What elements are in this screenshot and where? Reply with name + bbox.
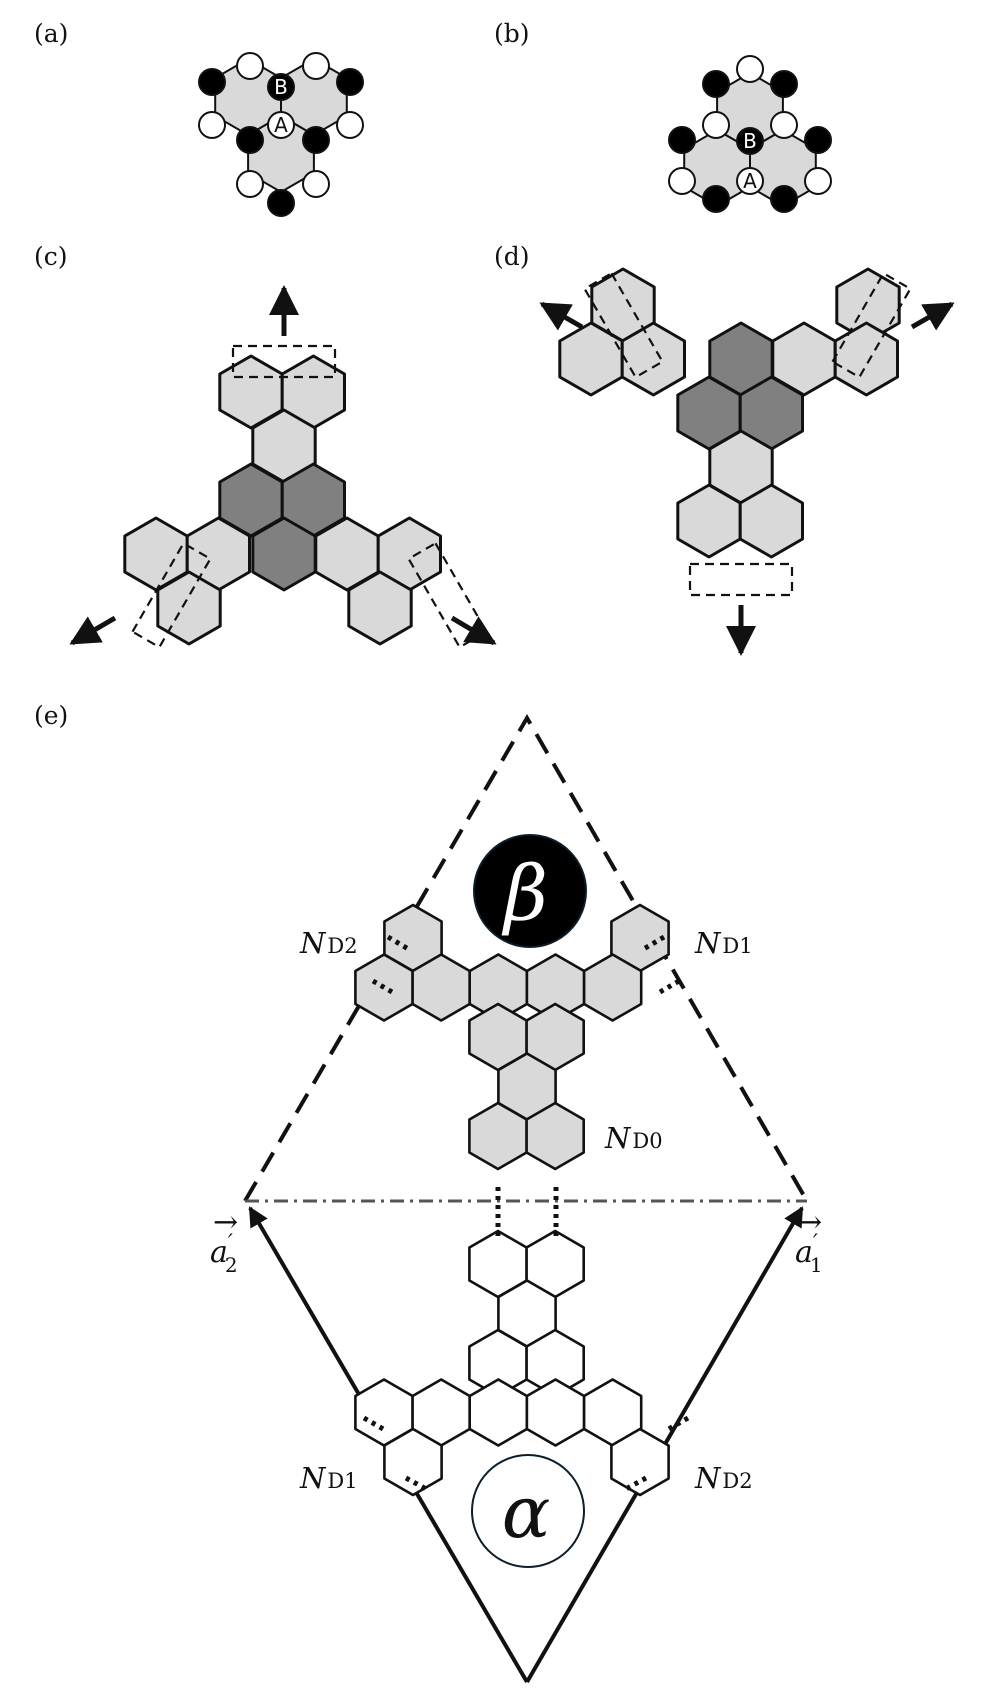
beta-symbol: β [501,849,548,938]
panel-label-c: (c) [34,242,68,271]
alpha-symbol: α [502,1470,551,1554]
vector-main: a [795,1235,813,1270]
atom-a-label: A [743,169,757,193]
edge-box-upper-right [831,271,912,379]
atom-a-site [236,52,264,80]
arrow-down-left [69,615,117,646]
hexagon-ring [738,483,804,559]
edge-box-upper-left [583,271,664,379]
panel-d-molecule [539,267,955,656]
connector-dotted [371,978,394,995]
panel-label-b: (b) [494,19,530,48]
atom-b-site [267,189,295,217]
vector-prime: ′ [228,1231,233,1256]
hexagon-ring [525,1101,586,1171]
atom-a-site [302,170,330,198]
nd-sub: D0 [632,1129,662,1153]
atom-a-site [702,111,730,139]
panel-label-d: (d) [494,242,530,271]
nd-main: N [604,1121,632,1155]
vector-a1-label: a′1 [795,1231,823,1277]
connector-dotted [622,1475,648,1493]
atom-a-label: A [274,113,288,137]
nd-sub: D2 [327,934,357,958]
vector-main: a [210,1235,228,1270]
atom-b-label: B [274,75,288,99]
atom-a-site [804,167,832,195]
nd-sub: D1 [327,1469,357,1493]
atom-a-site [302,52,330,80]
atom-b-site [702,185,730,213]
atom-b-site [302,126,330,154]
atom-a-site [668,167,696,195]
atom-a-site [236,170,264,198]
atom-b-site [702,70,730,98]
atom-b-site [668,126,696,154]
atom-a-site [198,111,226,139]
beta-triangle [243,714,809,1203]
connector-dotted [658,978,681,995]
nd-label-top-right: ND1 [694,926,753,960]
panel-c-molecule [69,285,497,649]
atom-a-site [336,111,364,139]
atom-b-site [267,73,295,101]
vector-a1-arrow-mark: → [797,1205,822,1240]
atom-b-site [804,126,832,154]
nd-label-middle: ND0 [604,1121,663,1155]
atom-a-site [736,55,764,83]
panel-label-e: (e) [34,701,68,730]
hexagon-ring [468,1378,529,1447]
hexagon-ring [347,570,413,646]
nd-sub: D2 [722,1469,752,1493]
nd-label-top-left: ND2 [299,926,358,960]
vector-prime: ′ [813,1231,818,1256]
hexagon-ring [833,321,899,397]
beta-circle [473,834,587,948]
connector-dotted [386,934,412,953]
panel-b-lattice: B A [668,55,832,213]
atom-a-site [770,111,798,139]
atom-b-site [198,68,226,96]
atom-b-site [336,68,364,96]
nd-label-bottom-left: ND1 [299,1461,358,1495]
arrow-up-right [910,301,955,331]
hexagon-ring [383,1427,443,1497]
atom-a-site [267,111,295,139]
vector-a2-arrow-mark: → [213,1205,238,1240]
alpha-circle [471,1454,585,1568]
nd-label-bottom-right: ND2 [694,1461,753,1495]
hexagon-ring [620,321,686,397]
atom-b-site [770,185,798,213]
edge-box-top [231,344,337,379]
nd-main: N [299,926,327,960]
hexagon-ring [582,953,643,1022]
arrow-down-right [450,615,497,646]
edge-box-bottom [688,562,794,597]
connector-dotted [665,1415,690,1433]
connector-dotted [404,1475,430,1493]
panel-label-a: (a) [34,19,68,48]
atom-b-label: B [743,129,757,153]
atom-b-site [736,127,764,155]
nd-main: N [299,1461,327,1495]
panel-a-lattice: B A [198,52,364,217]
vector-a2-label: a′2 [210,1231,238,1277]
connector-dotted [362,1415,387,1433]
nd-sub: D1 [722,934,752,958]
atom-b-site [236,126,264,154]
nd-main: N [694,926,722,960]
atom-a-site [736,167,764,195]
vector-sub: 1 [810,1253,823,1277]
nd-main: N [694,1461,722,1495]
atom-b-site [770,70,798,98]
hexagon-ring [525,1378,586,1447]
panel-e-unit-cell: β α ND2 ND1 ND0 ND1 ND2 → a′2 → a′1 [210,714,823,1684]
arrow-up-left [539,301,584,331]
hexagon-ring [610,1427,670,1497]
vector-sub: 2 [225,1253,238,1277]
connector-dotted [640,934,666,953]
edge-box-left [131,541,212,649]
edge-box-right [407,541,488,649]
